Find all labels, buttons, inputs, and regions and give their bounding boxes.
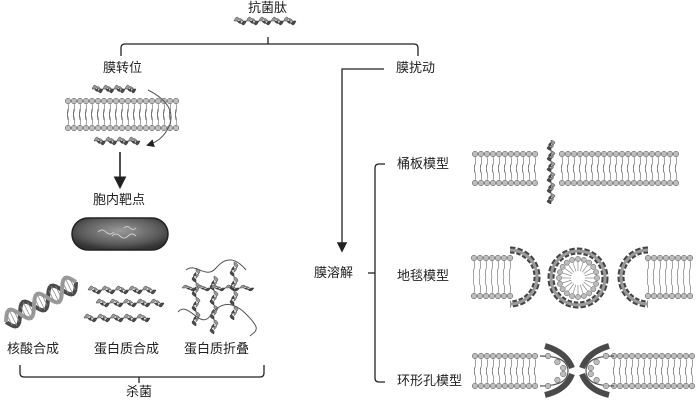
toroidal-pore-helices-icon	[544, 343, 610, 398]
protein-synthesis-icon	[83, 285, 165, 323]
translocation-curved-arrow-icon	[146, 89, 172, 148]
top-bracket	[120, 37, 419, 56]
protein-folding-icon	[177, 259, 257, 337]
label-membrane-disturbance: 膜扰动	[396, 61, 436, 76]
label-nucleic-acid-synthesis: 核酸合成	[7, 342, 60, 357]
translocation-helix-bottom-icon	[93, 136, 141, 146]
peptide-helix-icon	[233, 16, 297, 26]
label-carpet-model: 地毯模型	[397, 269, 450, 284]
toroidal-pore-membrane	[471, 352, 696, 390]
label-antimicrobial-peptide: 抗菌肽	[248, 1, 288, 16]
label-membrane-lysis: 膜溶解	[314, 266, 354, 281]
label-membrane-translocation: 膜转位	[103, 61, 143, 76]
translocation-membrane	[64, 97, 180, 132]
disturbance-path	[336, 68, 384, 253]
label-protein-folding: 蛋白质折叠	[184, 342, 250, 357]
translocation-helix-top-icon	[91, 84, 137, 94]
label-intracellular-target: 胞内靶点	[93, 193, 146, 208]
barrel-stave-membrane	[471, 150, 680, 187]
label-sterilization: 杀菌	[126, 385, 153, 400]
dna-double-helix-icon	[4, 275, 78, 329]
bottom-bracket	[19, 365, 265, 383]
label-toroidal-pore-model: 环形孔模型	[397, 374, 463, 389]
barrel-stave-helix-icon	[546, 139, 556, 205]
bacterium-icon	[71, 217, 169, 251]
label-barrel-stave-model: 桶板模型	[397, 157, 450, 172]
carpet-model-illustration	[470, 246, 694, 309]
lysis-models-bracket	[368, 163, 385, 383]
label-protein-synthesis: 蛋白质合成	[94, 342, 160, 357]
